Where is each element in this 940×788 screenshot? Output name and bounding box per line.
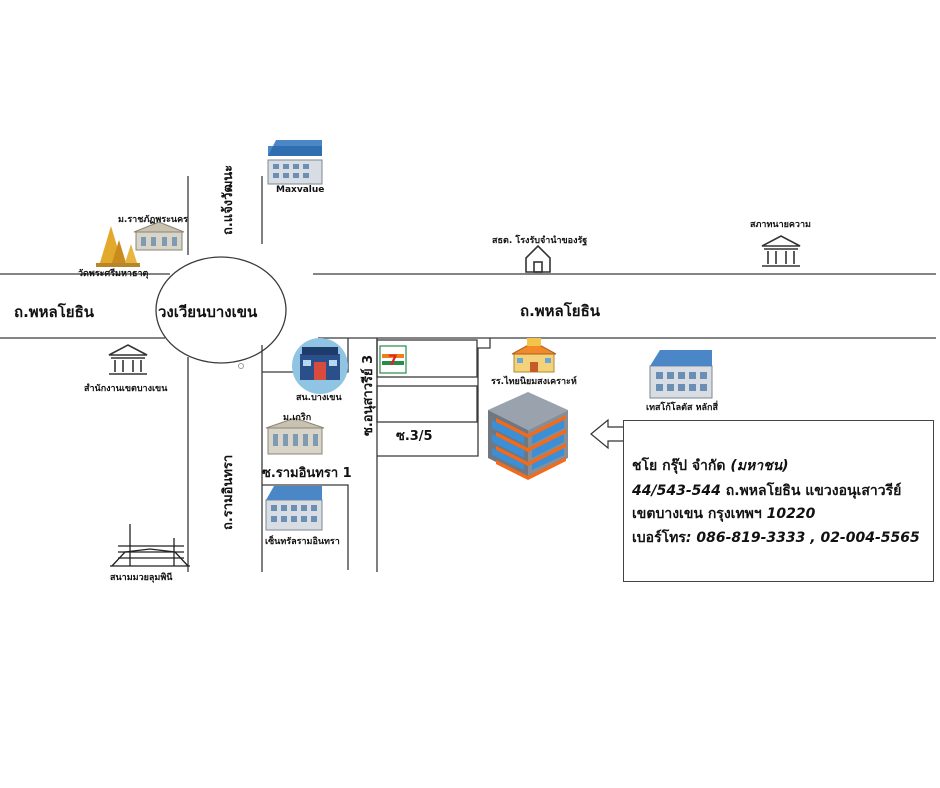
block-7eleven <box>376 339 478 378</box>
address-rest: ถ.พหลโยธิน แขวงอนุเสาวรีย์ <box>725 483 902 499</box>
company-suffix: (มหาชน) <box>730 458 789 474</box>
svg-text:7: 7 <box>388 353 398 369</box>
lotus-store-icon <box>649 350 713 399</box>
company-info-box: ชโย กรุ๊ป จำกัด (มหาชน) 44/543-544 ถ.พหล… <box>623 420 934 582</box>
postcode: 10220 <box>766 506 816 522</box>
phone-line: เบอร์โทร: 086-819-3333 , 02-004-5565 <box>632 527 920 549</box>
stadium-icon <box>110 524 190 567</box>
university-building-icon <box>265 417 325 455</box>
place-label-police-station: สน.บางเขน <box>296 393 342 403</box>
company-name-line: ชโย กรุ๊ป จำกัด (มหาชน) <box>632 455 789 477</box>
road-label-chaengwattana: ถ.แจ้งวัฒนะ <box>221 164 236 235</box>
phone-numbers: : 086-819-3333 , 02-004-5565 <box>685 530 920 546</box>
place-label-maxvalue: Maxvalue <box>276 185 325 195</box>
company-building-icon <box>488 392 568 480</box>
district-line: เขตบางเขน กรุงเทพฯ 10220 <box>632 503 815 525</box>
company-name: ชโย กรุ๊ป จำกัด <box>632 458 726 474</box>
district: เขตบางเขน กรุงเทพฯ <box>632 506 762 522</box>
place-label-lotus: เทสโก้โลตัส หลักสี่ <box>646 403 718 413</box>
central-store-icon <box>265 486 323 531</box>
place-label-district-office: สำนักงานเขตบางเขน <box>84 384 168 394</box>
place-label-school: รร.ไทยนิยมสงเคราะห์ <box>491 377 577 387</box>
place-label-wat: วัดพระศรีมหาธาตุ <box>78 269 149 279</box>
block-middle <box>376 385 478 423</box>
maxvalue-building-icon <box>267 140 323 185</box>
court-building-icon <box>761 235 801 267</box>
place-label-public-warehouse: สธต. โรงรับจำนำของรัฐ <box>492 236 588 246</box>
place-label-boxing: สนามมวยลุมพินี <box>110 573 173 583</box>
road-label-anusawari3: ซ.อนุสาวรีย์ 3 <box>361 354 376 436</box>
house-icon <box>525 244 551 273</box>
address-number: 44/543-544 <box>632 483 721 499</box>
place-label-kasem: ม.เกริก <box>283 413 312 423</box>
roundabout-label: วงเวียนบางเขน <box>158 303 258 321</box>
address-line: 44/543-544 ถ.พหลโยธิน แขวงอนุเสาวรีย์ <box>632 480 901 502</box>
wat-stupa-icon <box>96 226 140 267</box>
road-label-phahon-left: ถ.พหลโยธิน <box>14 303 95 321</box>
road-label-ramintra: ถ.รามอินทรา <box>221 454 236 530</box>
road-label-phahon-right: ถ.พหลโยธิน <box>520 302 601 320</box>
location-arrow-icon <box>590 418 625 450</box>
rajabhat-university-icon <box>133 221 185 251</box>
seven-eleven-icon: 7 <box>379 345 407 374</box>
roundabout-circle <box>155 256 287 364</box>
road-label-soi-3-5: ซ.3/5 <box>396 429 433 444</box>
police-station-icon <box>292 338 348 394</box>
place-label-lawyers-council: สภาทนายความ <box>750 220 811 230</box>
place-label-central: เซ็นทรัลรามอินทรา <box>265 537 340 547</box>
road-label-ramintra1: ซ.รามอินทรา 1 <box>262 466 352 481</box>
phone-label: เบอร์โทร <box>632 530 686 546</box>
government-building-icon <box>108 344 148 375</box>
school-building-icon <box>511 338 557 373</box>
place-label-rajabhat: ม.ราชภัฏพระนคร <box>118 215 188 225</box>
